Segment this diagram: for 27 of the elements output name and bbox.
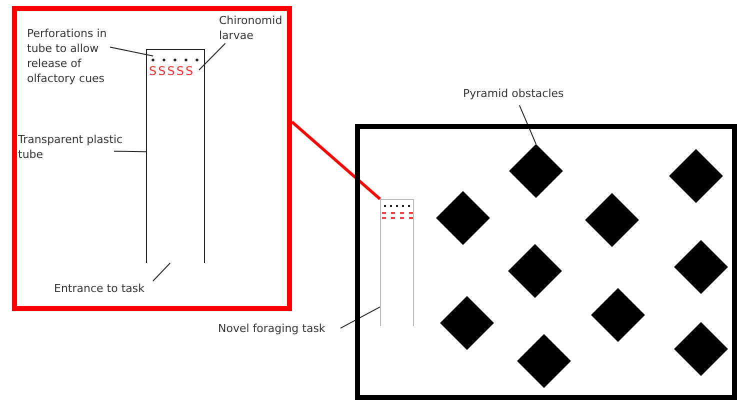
diamond-obstacle [517, 334, 571, 388]
larvae-marks: SSSSS [149, 64, 199, 79]
diamond-obstacle [585, 193, 639, 247]
leader-line [152, 262, 171, 282]
callout-label: Perforations in tube to allow release of olfactory cues [27, 26, 127, 88]
callout-label: Pyramid obstacles [463, 86, 583, 102]
callout-label: Chironomid larvae [219, 13, 289, 45]
diamond-obstacle [591, 288, 645, 342]
small-tube-drawing [380, 199, 414, 326]
diamond-obstacle [436, 191, 490, 245]
diamond-obstacle [674, 240, 728, 294]
leader-line [198, 42, 226, 70]
diamond-obstacle [509, 144, 563, 198]
inset-panel [12, 6, 292, 311]
leader-line [340, 306, 380, 329]
diamond-obstacle [508, 244, 562, 298]
callout-label: Entrance to task [54, 281, 164, 297]
leader-line [114, 150, 146, 152]
connector-line [291, 120, 381, 200]
arena-box [355, 124, 737, 400]
diamond-obstacle [669, 149, 723, 203]
diamond-obstacle [674, 322, 728, 376]
tube-drawing [146, 49, 205, 263]
diamond-obstacle [440, 296, 494, 350]
leader-line [518, 104, 536, 144]
callout-label: Novel foraging task [218, 321, 343, 337]
callout-label: Transparent plastic tube [18, 132, 138, 164]
